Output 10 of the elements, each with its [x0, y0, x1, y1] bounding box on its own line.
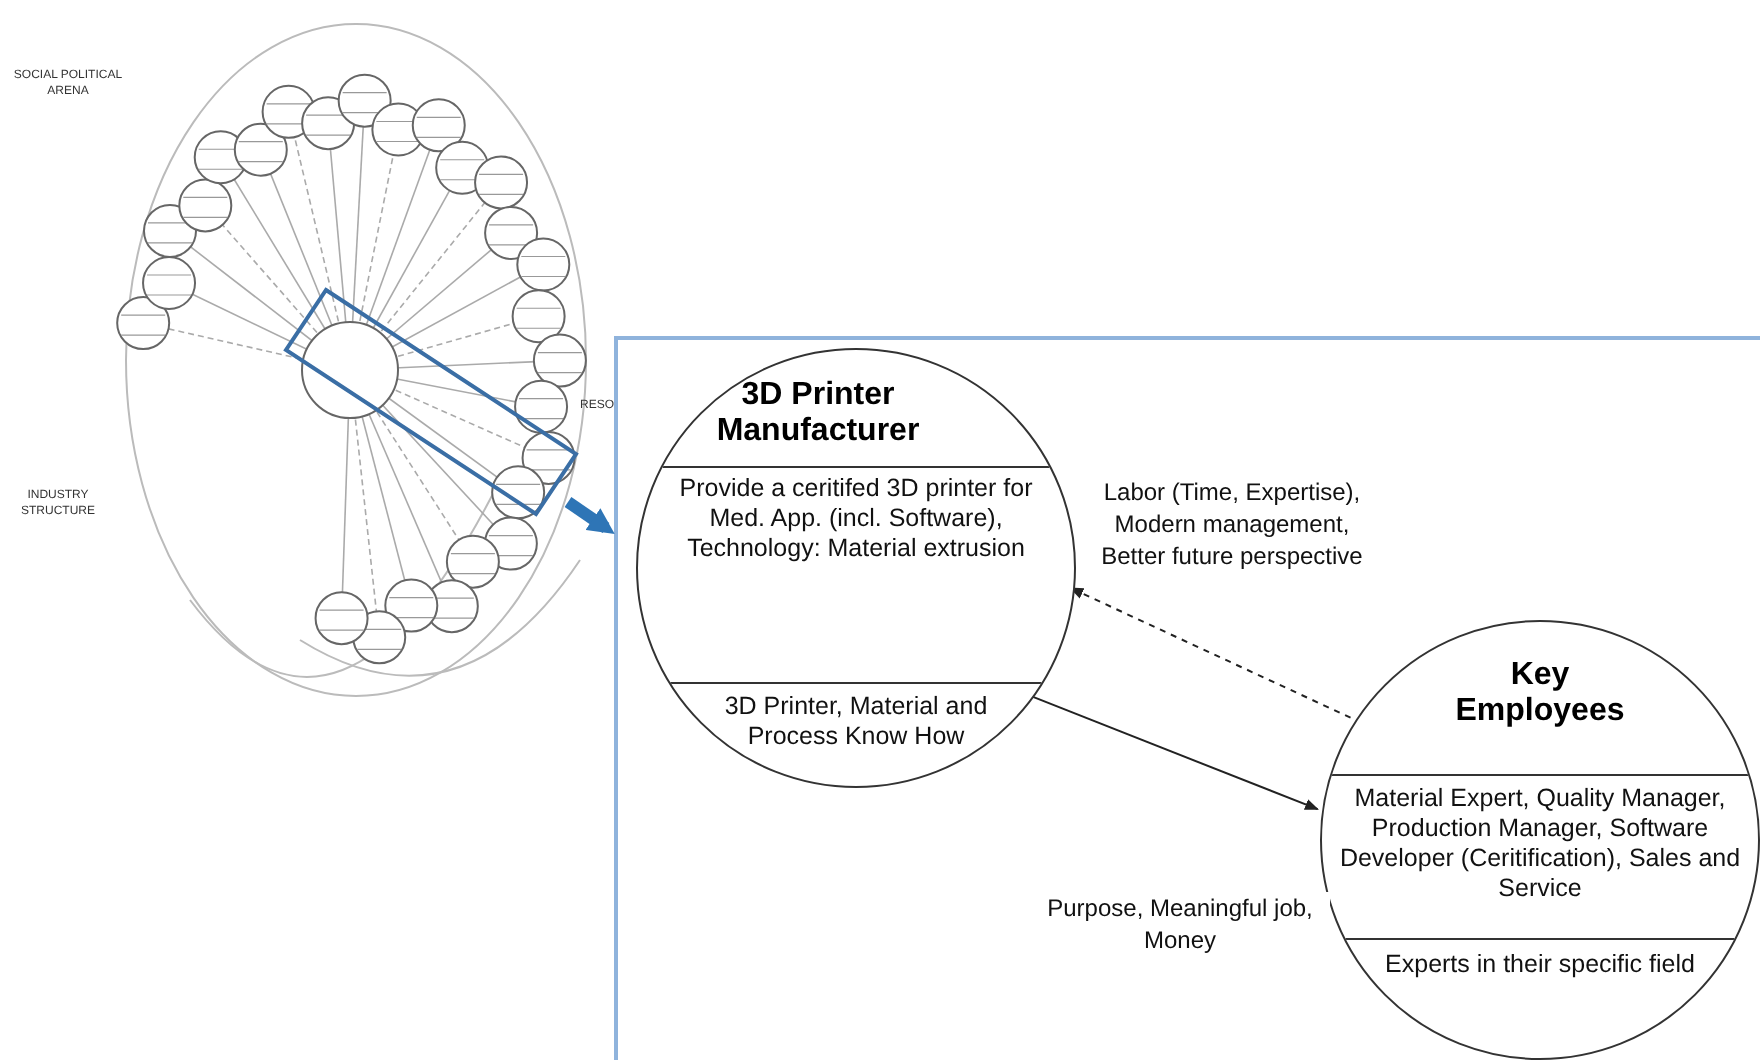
- flow-arrow: [1069, 587, 1352, 719]
- highlight-frame: [283, 287, 579, 517]
- zoom-arrow: [564, 497, 615, 534]
- value-proposition-text: Material Expert, Quality Manager, Production Manager, Software Developer (Ceritification), Sales and Service: [1337, 784, 1743, 904]
- entity-title: 3D Printer Manufacturer: [714, 378, 922, 450]
- value-proposition-text: Provide a ceritifed 3D printer for Med. App. (incl. Software), Technology: Material extrusion: [677, 474, 1035, 564]
- resource-text: Experts in their specific field: [1383, 950, 1697, 980]
- zoom-panel: [614, 336, 1760, 1060]
- resource-text: 3D Printer, Material and Process Know How: [722, 692, 990, 752]
- entity-title: Key Employees: [1453, 658, 1627, 730]
